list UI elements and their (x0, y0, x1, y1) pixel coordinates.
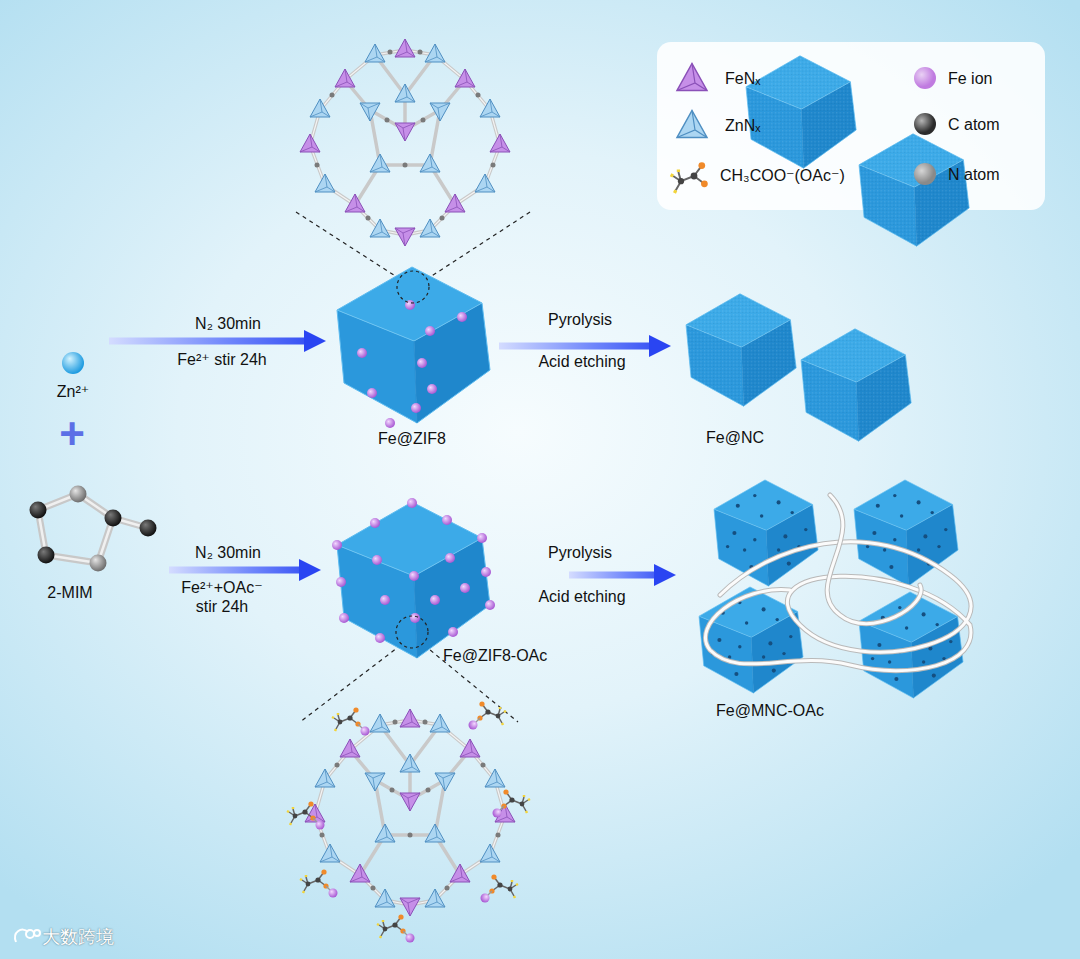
arrow-shaft (169, 567, 303, 574)
arrow-head (299, 559, 321, 581)
zoom-lines (296, 212, 530, 722)
node-label: Zn²⁺ (57, 382, 89, 401)
legend-text: Fe ion (948, 69, 992, 88)
step-label: Pyrolysis (548, 310, 612, 329)
watermark: 大数跨境 (42, 926, 114, 948)
step-label: Pyrolysis (548, 543, 612, 562)
watermark-logo (15, 930, 40, 942)
arrow-shaft (499, 343, 653, 350)
carbon-polyhedra (675, 50, 985, 455)
arrow-shaft (109, 338, 308, 345)
ion-node: Zn²⁺ (40, 330, 105, 410)
ligand-node: 2-MIM (20, 485, 165, 607)
node-label: Fe@MNC-OAc (716, 701, 824, 720)
legend-text: N atom (948, 165, 1000, 184)
node-label: 2-MIM (47, 583, 92, 602)
condition-label: Fe²⁺+OAc⁻ stir 24h (172, 578, 272, 616)
step-label: N₂ 30min (195, 543, 261, 562)
zif-crystal (330, 265, 495, 450)
legend-swatch (914, 163, 936, 185)
legend-text: FeNₓ (725, 69, 760, 88)
framework-inset (300, 39, 510, 246)
process-arrow (109, 330, 326, 352)
zif-crystal-acetate (325, 500, 565, 670)
process-arrow (169, 559, 321, 581)
arrow-head (654, 564, 676, 586)
arrow-head (304, 330, 326, 352)
step-label: Acid etching (538, 352, 625, 371)
legend-text: CH₃COO⁻(OAc⁻) (720, 166, 845, 185)
product-node: Fe@NC (675, 50, 985, 455)
node-label: Fe@ZIF8-OAc (443, 646, 547, 665)
legend-text: ZnNₓ (725, 116, 760, 135)
arrow-head (649, 335, 671, 357)
legend-text: C atom (948, 115, 1000, 134)
step-label: Acid etching (538, 587, 625, 606)
crystal-node: Fe@ZIF8 (330, 265, 495, 450)
framework-inset (305, 709, 515, 916)
crystal-node: Fe@ZIF8-OAc (325, 500, 565, 670)
product-node: Fe@MNC-OAc (680, 475, 985, 725)
node-label: Fe@ZIF8 (378, 429, 446, 448)
legend-acetate (671, 162, 708, 193)
legend-tetra-zn (677, 111, 707, 138)
legend-tetra-fe (677, 64, 707, 91)
node-label: Fe@NC (706, 428, 764, 447)
legend-swatch (914, 113, 936, 135)
step-label: N₂ 30min (195, 314, 261, 333)
legend-panel (657, 42, 1045, 210)
legend-swatch (914, 67, 936, 89)
arrow-shaft (569, 572, 658, 579)
plus-sign: + (59, 412, 85, 456)
porous-carbon-with-tubes (680, 475, 985, 725)
process-arrow (569, 564, 676, 586)
acetate-groups (287, 701, 530, 942)
condition-label: Fe²⁺ stir 24h (177, 350, 266, 369)
